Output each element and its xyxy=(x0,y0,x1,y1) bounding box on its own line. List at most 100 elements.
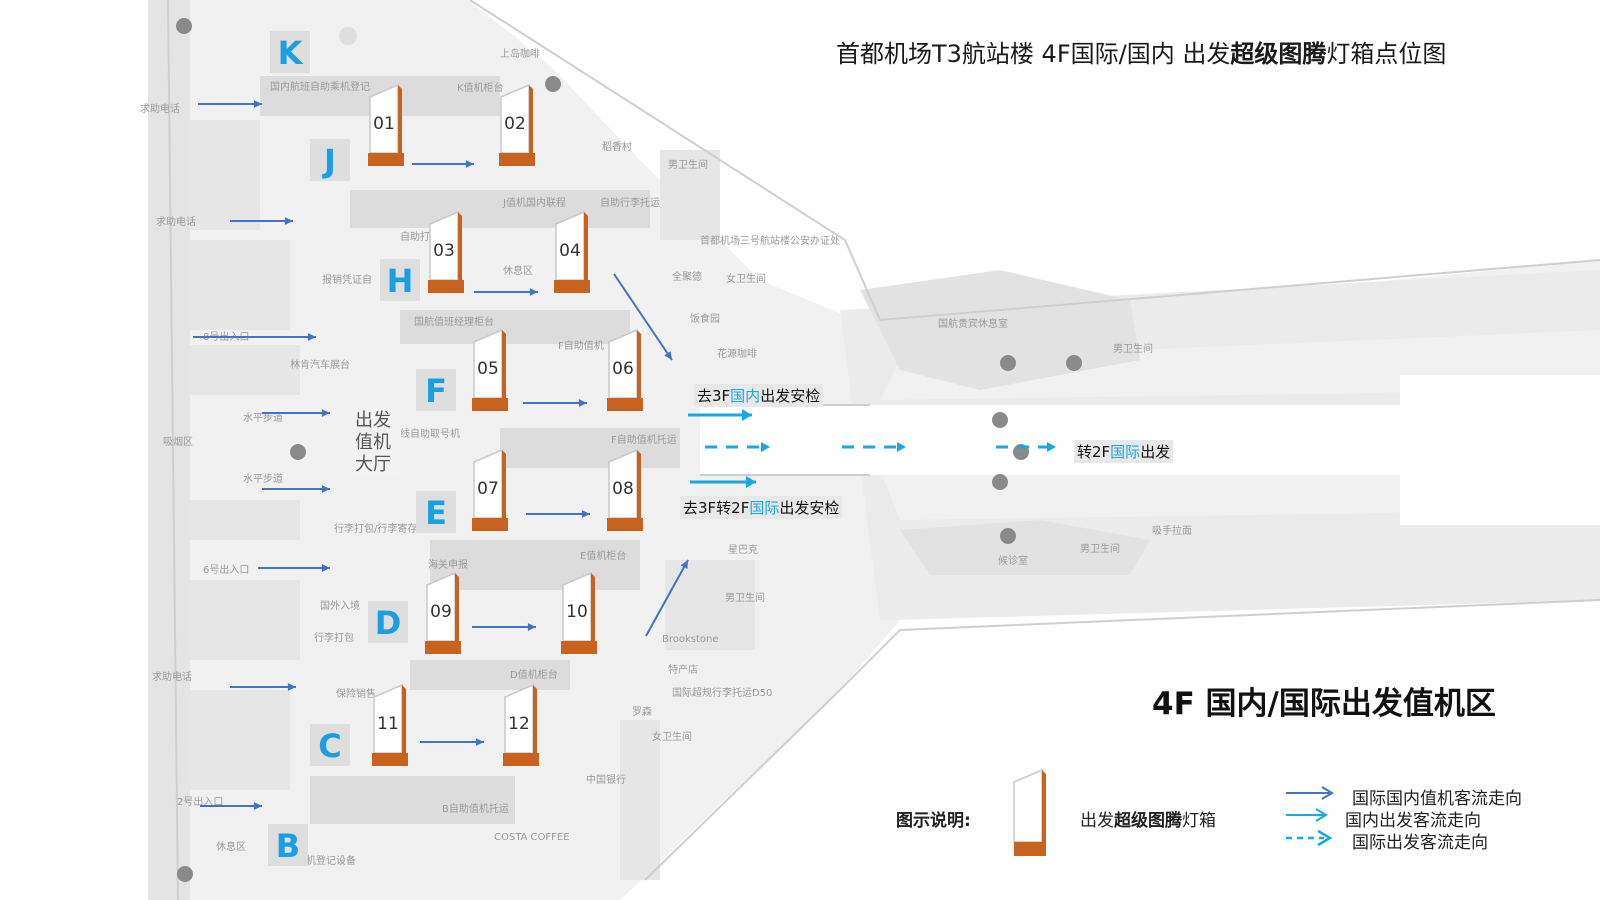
lightbox-edge xyxy=(455,573,459,641)
zone-letter-bg xyxy=(416,369,456,411)
map-label: 6号出入口 xyxy=(203,563,249,576)
map-label: 线自助取号机 xyxy=(400,427,460,440)
zone-letter-bg xyxy=(310,724,350,766)
lightbox-base xyxy=(607,398,643,411)
flow-arrow xyxy=(474,288,538,296)
legend-flow-international: 国际出发客流走向 xyxy=(1352,833,1488,853)
lightbox-base xyxy=(561,641,597,654)
map-label: 海关申报 xyxy=(428,558,468,571)
map-label: 男卫生间 xyxy=(668,158,708,171)
zone-letter-bg xyxy=(380,259,420,301)
lightbox-09: 09 xyxy=(425,571,461,654)
map-label: 全聚德 xyxy=(672,270,702,283)
map-label: 特产店 xyxy=(668,663,698,676)
callout-text: 出发安检 xyxy=(760,387,821,405)
callout-text: 出发 xyxy=(1140,443,1171,461)
hall-label-line-2: 值机 xyxy=(355,432,391,453)
lightbox-base xyxy=(425,641,461,654)
lightbox-04: 04 xyxy=(554,210,590,293)
map-label: D值机柜台 xyxy=(510,668,558,681)
map-label: 女卫生间 xyxy=(726,272,766,285)
flow-arrow-international xyxy=(996,442,1056,452)
page-title: 首都机场T3航站楼 4F国际/国内 出发超级图腾灯箱点位图 xyxy=(836,34,1446,69)
map-label: 上岛咖啡 xyxy=(500,47,540,60)
map-label: 男卫生间 xyxy=(725,591,765,604)
flow-arrow xyxy=(193,333,316,341)
zone-letter-j: J xyxy=(322,142,336,180)
lightbox-edge xyxy=(584,212,588,280)
lightbox-number: 06 xyxy=(612,359,634,379)
lightbox-base xyxy=(368,153,404,166)
map-label: 花源咖啡 xyxy=(717,347,757,360)
legend-label: 图示说明: xyxy=(896,811,971,831)
lightbox-edge xyxy=(458,212,462,280)
map-label: F自助值机托运 xyxy=(611,433,677,446)
lightbox-base xyxy=(499,153,535,166)
map-label: COSTA COFFEE xyxy=(494,832,570,843)
map-label: 首都机场三号航站楼公安办证处 xyxy=(700,234,840,247)
lightbox-06: 06 xyxy=(607,328,643,411)
legend-text: 出发 xyxy=(1080,811,1114,831)
lightbox-02: 02 xyxy=(499,83,535,166)
zone-letter-c: C xyxy=(318,727,341,765)
legend-graphics xyxy=(1013,768,1334,856)
callout-text: 出发安检 xyxy=(779,499,840,517)
flow-arrow xyxy=(262,409,330,417)
map-label: 罗森 xyxy=(632,705,652,718)
flow-arrow xyxy=(613,273,673,361)
flow-arrow xyxy=(258,564,330,572)
map-label: 保险销售 xyxy=(336,687,376,700)
map-label: 休息区 xyxy=(216,840,246,853)
flow-arrow xyxy=(420,738,484,746)
lightbox-number: 04 xyxy=(559,241,581,261)
map-label: 女卫生间 xyxy=(652,730,692,743)
map-label: J值机国内联程 xyxy=(502,196,566,209)
lightbox-number: 01 xyxy=(373,114,395,134)
flow-arrows xyxy=(193,100,1056,810)
flow-arrow-international xyxy=(705,442,770,452)
map-label: 行李打包/行李寄存 xyxy=(334,522,417,535)
map-label: 求助电话 xyxy=(140,102,180,115)
map-label: 国际超规行李托运D50 xyxy=(672,686,772,699)
lightbox-number: 10 xyxy=(566,602,588,622)
lightbox-edge xyxy=(533,685,537,753)
map-label: 休息区 xyxy=(503,264,533,277)
legend-arrow-both xyxy=(1286,786,1334,800)
map-label: 求助电话 xyxy=(156,215,196,228)
zone-letter-bg xyxy=(310,139,350,181)
hall-label-line-3: 大厅 xyxy=(355,454,391,475)
lightbox-base xyxy=(372,753,408,766)
map-label: 稻香村 xyxy=(602,140,632,153)
map-label: 候诊室 xyxy=(998,554,1028,567)
lightbox-number: 03 xyxy=(433,241,455,261)
legend-text-bold: 超级图腾 xyxy=(1114,811,1182,831)
lightbox-10: 10 xyxy=(561,571,597,654)
map-label: 报销凭证自 xyxy=(322,273,372,286)
lightbox-number: 05 xyxy=(477,359,499,379)
lightbox-edge xyxy=(637,330,641,398)
map-label: E值机柜台 xyxy=(580,549,626,562)
flow-arrow-domestic xyxy=(690,476,756,488)
map-label: 国外入境 xyxy=(320,599,360,612)
lightbox-base xyxy=(472,518,508,531)
map-label: 国航贵宾休息室 xyxy=(938,317,1008,330)
lightbox-number: 12 xyxy=(508,714,530,734)
corridor-walls xyxy=(469,0,1600,881)
legend-lightbox-text: 出发超级图腾灯箱 xyxy=(1080,806,1216,831)
lightbox-edge xyxy=(529,85,533,153)
map-label: K值机柜台 xyxy=(457,81,504,94)
lightbox-number: 02 xyxy=(504,114,526,134)
flow-arrow xyxy=(262,485,330,493)
map-label: 求助电话 xyxy=(152,670,192,683)
map-label: 国航值班经理柜台 xyxy=(414,315,494,328)
map-label: 吸烟区 xyxy=(163,435,193,448)
map-label: 饭食园 xyxy=(690,312,720,325)
title-suffix: 灯箱点位图 xyxy=(1326,40,1447,68)
map-label: 水平步道 xyxy=(243,411,283,424)
legend-lightbox-icon xyxy=(1013,768,1046,856)
lightbox-12: 12 xyxy=(503,683,539,766)
zone-letter-b: B xyxy=(276,827,300,865)
flow-arrow-domestic xyxy=(688,409,752,421)
